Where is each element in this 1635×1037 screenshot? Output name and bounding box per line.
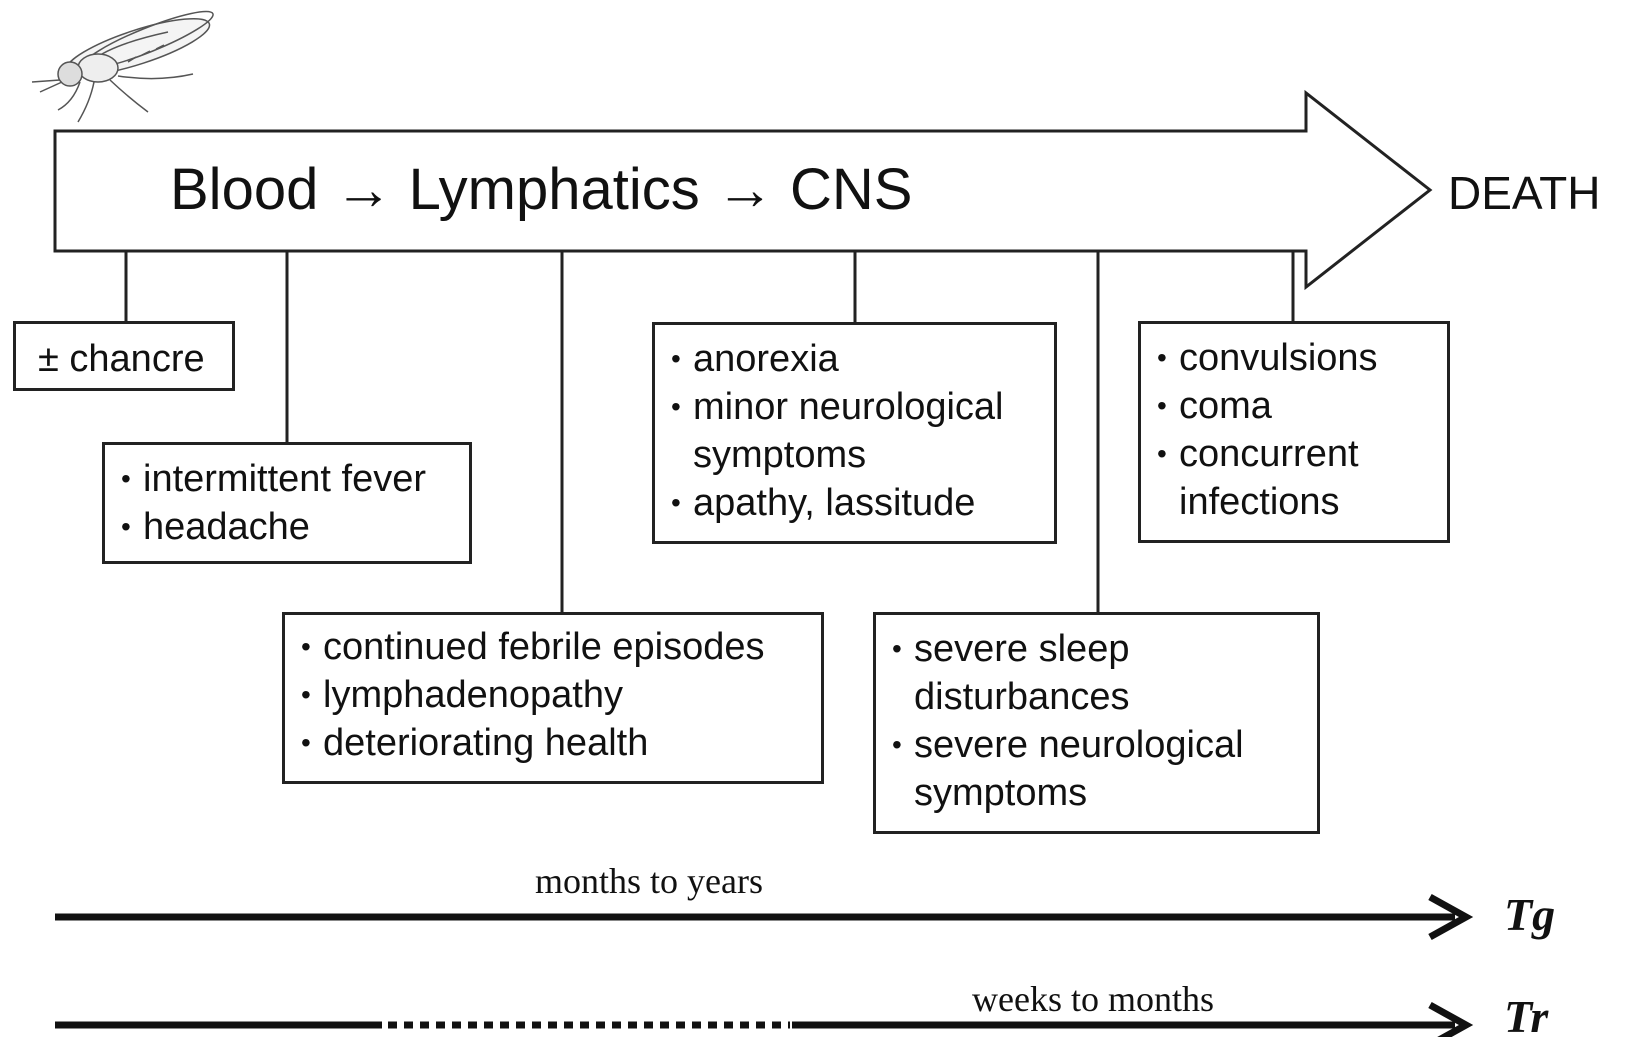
convulsions-box: convulsions coma concurrent infections [1138,321,1450,543]
list-item: intermittent fever [119,455,469,503]
list-item: concurrent infections [1155,430,1447,526]
sleep-box: severe sleep disturbances severe neurolo… [873,612,1320,834]
progression-title: Blood → Lymphatics → CNS [170,157,913,222]
list-item: convulsions [1155,334,1447,382]
list-item: apathy, lassitude [669,479,1054,527]
tr-timeline-arrow [55,1001,1474,1037]
list-item: severe neurological symptoms [890,721,1317,817]
list-item: severe sleep disturbances [890,625,1317,721]
anorexia-box: anorexia minor neurological symptoms apa… [652,322,1057,544]
tg-species-label: Tg [1504,889,1556,940]
chancre-text: ± chancre [38,338,205,380]
list-item: headache [119,503,469,551]
death-label: DEATH [1448,167,1601,219]
chancre-box: ± chancre [13,321,235,391]
progression-arrow [53,89,1433,291]
list-item: anorexia [669,335,1054,383]
tsetse-fly-icon [31,10,214,123]
list-item: deteriorating health [299,719,821,767]
list-item: minor neurological symptoms [669,383,1054,479]
list-item: continued febrile episodes [299,623,821,671]
list-item: lymphadenopathy [299,671,821,719]
febrile-box: continued febrile episodes lymphadenopat… [282,612,824,784]
tg-timeline-arrow [55,893,1474,941]
list-item: coma [1155,382,1447,430]
tg-duration-label: months to years [535,861,763,901]
tr-species-label: Tr [1504,991,1549,1037]
fever-box: intermittent fever headache [102,442,472,564]
tr-duration-label: weeks to months [972,979,1214,1019]
